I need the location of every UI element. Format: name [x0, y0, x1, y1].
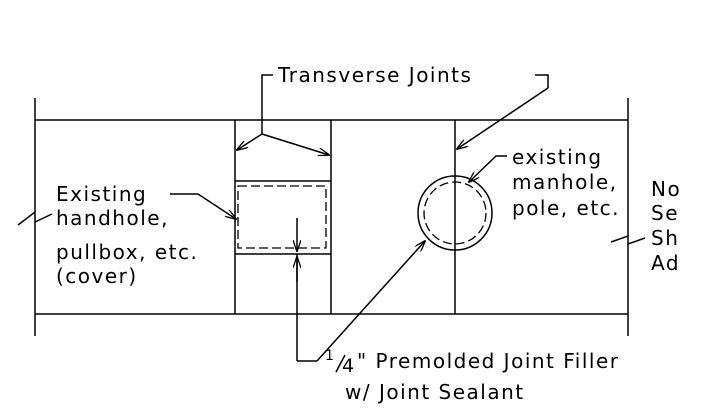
transverse-arrow-3 — [457, 87, 549, 149]
manhole-line-3: pole, etc. — [512, 196, 620, 220]
handhole-line-2: handhole, — [56, 206, 169, 230]
existing-handhole-label: Existing handhole, pullbox, etc. (cover) — [56, 182, 206, 288]
joint-filler-fraction-numerator: 1 — [325, 348, 334, 364]
transverse-leader-left — [261, 74, 273, 134]
handhole-cover-outline — [237, 185, 327, 249]
note-line-2: Se — [651, 201, 679, 225]
left-break-symbol — [17, 210, 53, 226]
cut-off-note: No Se Sh Ad — [651, 177, 689, 275]
note-line-3: Sh — [651, 226, 679, 250]
transverse-arrow-2 — [261, 133, 329, 155]
manhole-outer — [417, 175, 493, 251]
right-break-symbol — [610, 234, 646, 246]
filler-arrow-manhole — [316, 241, 425, 362]
note-line-1: No — [651, 177, 681, 201]
joint-filler-fraction-denominator: 4 — [342, 355, 354, 377]
transverse-arrow-1 — [237, 133, 263, 150]
joint-filler-label-line1: " Premolded Joint Filler — [357, 349, 620, 373]
joint-filler-label-line2: w/ Joint Sealant — [345, 380, 525, 404]
manhole-line-2: manhole, — [512, 170, 618, 194]
manhole-line-1: existing — [512, 145, 603, 169]
existing-manhole-label: existing manhole, pole, etc. — [512, 145, 625, 220]
handhole-line-3: pullbox, etc. — [56, 240, 198, 264]
transverse-leader-right — [535, 74, 549, 88]
transverse-joints-label: Transverse Joints — [277, 63, 472, 87]
note-line-4: Ad — [651, 251, 680, 275]
handhole-arrow — [197, 193, 236, 219]
manhole-leader — [469, 155, 507, 182]
manhole-inner-dashed — [423, 181, 487, 245]
fraction-slash — [335, 354, 346, 373]
handhole-line-1: Existing — [56, 182, 147, 206]
handhole-line-4: (cover) — [56, 264, 138, 288]
